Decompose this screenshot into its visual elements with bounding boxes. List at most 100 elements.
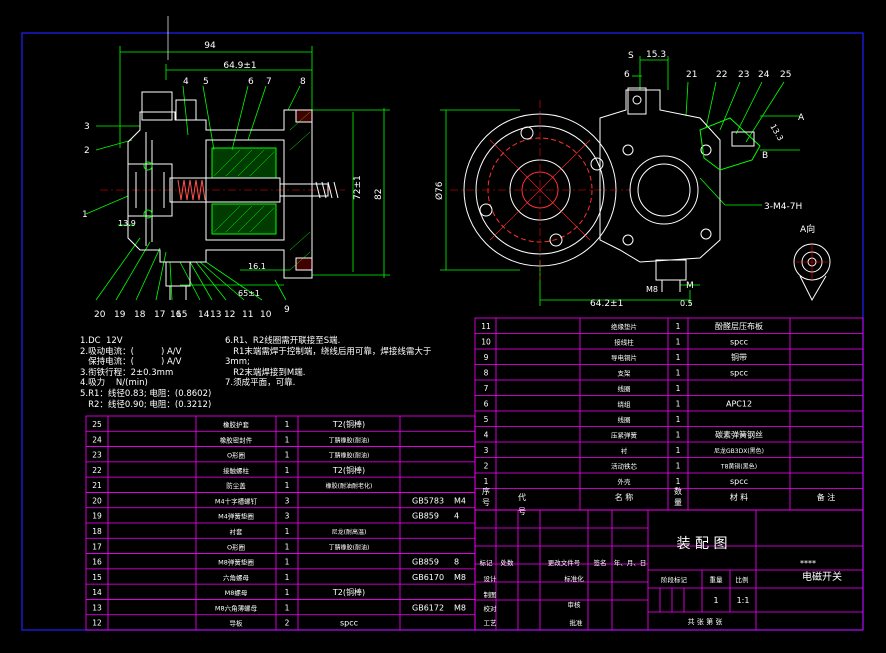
dim-m: M	[686, 281, 694, 291]
lt-name: M4十字槽螺钉	[215, 496, 258, 505]
tb-approve: 批准	[570, 618, 584, 627]
lt-no: 22	[92, 466, 102, 475]
lt-name: 橡胶密封件	[220, 435, 253, 444]
lt-name: O形圈	[227, 452, 245, 460]
callout-15: 15	[176, 310, 187, 320]
callout-19: 19	[114, 310, 126, 320]
lt-qty: 1	[285, 435, 290, 444]
rt-material: 碳素弹簧钢丝	[715, 430, 763, 440]
technical-notes-right: 6.R1、R2线圈需开联接至S端. R1末端需焊于控制端，绕线后用可靠，焊接线需…	[225, 336, 432, 389]
lt-std: GB859	[412, 512, 439, 521]
rt-qty: 1	[676, 477, 681, 486]
lt-name: 接触螺柱	[223, 466, 250, 475]
callout-11: 11	[242, 310, 253, 320]
lt-qty: 1	[285, 588, 290, 597]
rt-no: 6	[484, 400, 489, 409]
lt-no: 20	[92, 496, 102, 505]
dimension-lines-left	[85, 46, 390, 301]
lt-qty: 1	[285, 542, 290, 551]
dim-16-1: 16.1	[248, 262, 266, 271]
technical-notes-left: 1.DC 12V 2.吸动电流：( ) A/V 保持电流：( ) A/V 3.衔…	[80, 336, 212, 410]
rt-header-material: 材 料	[730, 492, 749, 502]
tb-draw: 制图	[484, 590, 497, 599]
rt-no: 2	[484, 462, 489, 471]
lt-name: M8螺母	[225, 588, 248, 597]
tb-date: 年、月、日	[614, 558, 647, 567]
callout-10: 10	[260, 310, 272, 320]
lt-qty: 1	[285, 558, 290, 567]
lt-qty: 1	[285, 481, 290, 490]
rt-no: 1	[484, 477, 489, 486]
tb-process: 工艺	[484, 619, 498, 627]
lt-no: 23	[92, 451, 102, 460]
tb-design: 设计	[484, 574, 498, 583]
dim-65: 65±1	[238, 289, 260, 298]
rt-no: 3	[484, 446, 489, 455]
tb-stage: 阶段标记	[661, 575, 688, 584]
rt-name: 衬	[621, 446, 628, 455]
rt-material: 尼龙GB3DX(黑色)	[714, 447, 764, 455]
callout-9: 9	[284, 305, 290, 315]
rt-no: 9	[484, 353, 489, 362]
dim-13-9: 13.9	[118, 219, 136, 228]
callout-12: 12	[224, 310, 235, 320]
lt-std: GB6172	[412, 603, 444, 612]
tb-scale: 比例	[736, 575, 749, 584]
rt-qty: 1	[676, 384, 681, 393]
lt-extra: 8	[454, 558, 459, 567]
dim-64-9: 64.9±1	[223, 61, 256, 71]
rt-header-code: 代	[518, 492, 526, 502]
title-block-part-name: 电磁开关	[802, 570, 842, 583]
lt-no: 21	[92, 481, 102, 490]
lt-no: 15	[92, 573, 102, 582]
callout-17: 17	[154, 310, 165, 320]
tb-qty-value: 1	[713, 596, 718, 605]
rt-no: 11	[481, 322, 491, 331]
rt-name: 支架	[618, 369, 632, 378]
lt-name: 六角螺母	[223, 573, 250, 582]
callout-5: 5	[203, 77, 209, 87]
lt-name: 防尘盖	[226, 481, 246, 490]
tb-standard: 标准化	[564, 574, 584, 583]
rt-material: 铜带	[731, 352, 747, 362]
rt-name: 线圈	[618, 384, 631, 393]
rt-qty: 1	[676, 322, 681, 331]
rt-material: spcc	[730, 477, 748, 486]
lt-qty: 3	[285, 496, 290, 505]
dim-a: A	[798, 113, 805, 123]
dim-64-2: 64.2±1	[590, 299, 623, 309]
callout-4: 4	[183, 77, 189, 87]
rt-name: 线圈	[618, 415, 631, 424]
callout-18: 18	[134, 310, 146, 320]
callout-13: 13	[210, 310, 221, 320]
parts-table-lines	[85, 317, 864, 631]
lt-no: 13	[92, 603, 102, 612]
lt-no: 24	[92, 435, 102, 444]
view-a-label: A向	[800, 223, 815, 235]
lt-material: 尼龙(耐高温)	[332, 528, 367, 536]
lt-qty: 1	[285, 420, 290, 429]
front-view	[440, 56, 831, 306]
tb-mark: 标记	[480, 558, 494, 567]
lt-material: T2(铜棒)	[332, 465, 365, 475]
lt-extra: M4	[454, 496, 466, 505]
callout-7: 7	[266, 77, 272, 87]
rt-material: spcc	[730, 369, 748, 378]
lt-name: 橡胶护套	[223, 420, 250, 429]
lt-qty: 1	[285, 603, 290, 612]
lt-no: 12	[92, 619, 102, 628]
tb-sheets: 共 张 第 张	[688, 617, 723, 626]
dim-72: 72±1	[353, 175, 363, 200]
callout-3: 3	[84, 122, 90, 132]
lt-material: 丁腈橡胶(耐油)	[329, 543, 370, 551]
callout-2: 2	[84, 146, 90, 156]
tb-change: 更改文件号	[548, 558, 581, 567]
dim-76: Ø76	[434, 181, 445, 200]
tb-scale-value: 1:1	[737, 596, 750, 605]
lt-name: 导板	[230, 619, 244, 628]
rt-header-seq: 序	[482, 486, 490, 496]
dim-94: 94	[204, 41, 216, 51]
